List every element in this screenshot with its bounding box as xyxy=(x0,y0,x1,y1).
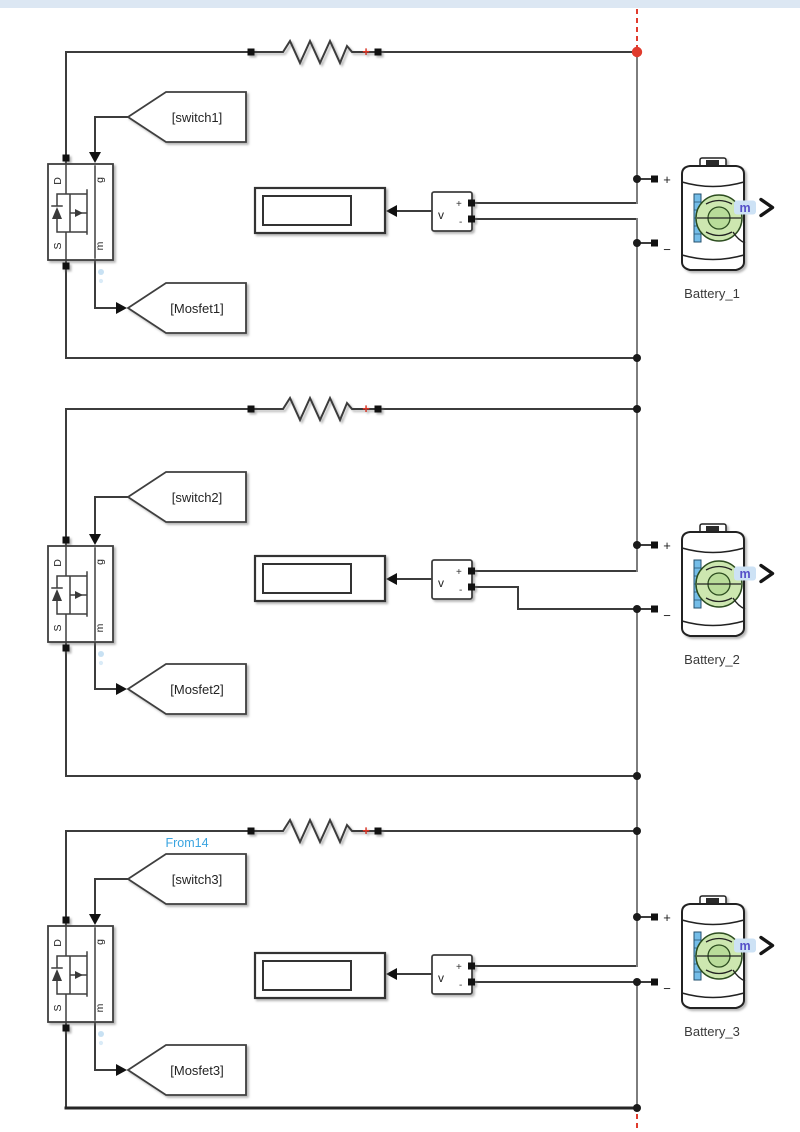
voltage-sensor-3[interactable] xyxy=(432,955,475,994)
gate-wire-1 xyxy=(94,116,129,152)
battery-plus-terminal-label: + xyxy=(663,538,671,553)
battery-minus-terminal-label: − xyxy=(663,242,671,257)
display-block-2[interactable] xyxy=(253,554,387,603)
battery-m-port-label: m xyxy=(739,201,750,215)
mosfet-measure-wire-2 xyxy=(94,641,117,690)
annotation-watermark-icon xyxy=(98,269,104,275)
gate-wire-3 xyxy=(94,878,129,914)
sensor-wires-3 xyxy=(474,965,638,983)
selected-junction-dot xyxy=(631,46,643,58)
annotation-watermark-icon xyxy=(98,278,104,284)
mosfet-block-1[interactable] xyxy=(48,155,113,270)
mosfet-block-3[interactable] xyxy=(48,917,113,1032)
from-block-name-label: From14 xyxy=(165,836,208,850)
annotation-watermark-icon xyxy=(98,1031,104,1037)
battery-output-chevron-icon xyxy=(759,563,775,584)
from-tag-switch2-label: [switch2] xyxy=(172,490,223,505)
resistor-1[interactable] xyxy=(248,41,382,63)
voltage-sensor-2[interactable] xyxy=(432,560,475,599)
annotation-watermark-icon xyxy=(98,660,104,666)
battery-plus-terminal-label: + xyxy=(663,172,671,187)
display-block-3[interactable] xyxy=(253,951,387,1000)
mosfet-measure-wire-1 xyxy=(94,259,117,309)
voltage-sensor-1[interactable] xyxy=(432,192,475,231)
port-highlight xyxy=(734,566,756,581)
battery-minus-terminal-label: − xyxy=(663,981,671,996)
battery-cell-branch-1: + − [switch1] [Mosfet1] m Battery_1 xyxy=(48,41,775,359)
sensor-wires-2 xyxy=(474,570,638,610)
battery-m-port-label: m xyxy=(739,939,750,953)
battery-name-label: Battery_1 xyxy=(684,286,740,301)
mosfet-block-2[interactable] xyxy=(48,537,113,652)
battery-plus-terminal-label: + xyxy=(663,910,671,925)
goto-tag-mosfet2-label: [Mosfet2] xyxy=(170,682,223,697)
battery-name-label: Battery_2 xyxy=(684,652,740,667)
from-tag-switch1-label: [switch1] xyxy=(172,110,223,125)
wire-loop-2 xyxy=(65,408,638,777)
battery-output-chevron-icon xyxy=(759,197,775,218)
display-block-1[interactable] xyxy=(253,186,387,235)
battery-cell-branch-2: + − [switch2] [Mosfet2] m Battery_2 xyxy=(48,398,775,777)
battery-stub-wires-3 xyxy=(636,916,652,983)
battery-output-chevron-icon xyxy=(759,935,775,956)
resistor-3[interactable] xyxy=(248,820,382,842)
battery-cell-branch-3: From14 + − [switch3] [Mosfet3] m Battery… xyxy=(48,820,775,1110)
port-highlight xyxy=(734,200,756,215)
battery-m-port-label: m xyxy=(739,567,750,581)
mosfet-measure-wire-3 xyxy=(94,1021,117,1071)
gate-wire-2 xyxy=(94,496,129,534)
wire-loop-1 xyxy=(65,51,638,359)
battery-minus-terminal-label: − xyxy=(663,608,671,623)
annotation-watermark-icon xyxy=(98,651,104,657)
annotation-watermark-icon xyxy=(98,1040,104,1046)
port-highlight xyxy=(734,938,756,953)
from-tag-switch3-label: [switch3] xyxy=(172,872,223,887)
battery-stub-wires-2 xyxy=(636,544,652,610)
resistor-2[interactable] xyxy=(248,398,382,420)
top-window-strip xyxy=(0,0,800,8)
battery-name-label: Battery_3 xyxy=(684,1024,740,1039)
goto-tag-mosfet1-label: [Mosfet1] xyxy=(170,301,223,316)
goto-tag-mosfet3-label: [Mosfet3] xyxy=(170,1063,223,1078)
battery-stub-wires-1 xyxy=(636,178,652,244)
sensor-wires-1 xyxy=(474,202,638,220)
